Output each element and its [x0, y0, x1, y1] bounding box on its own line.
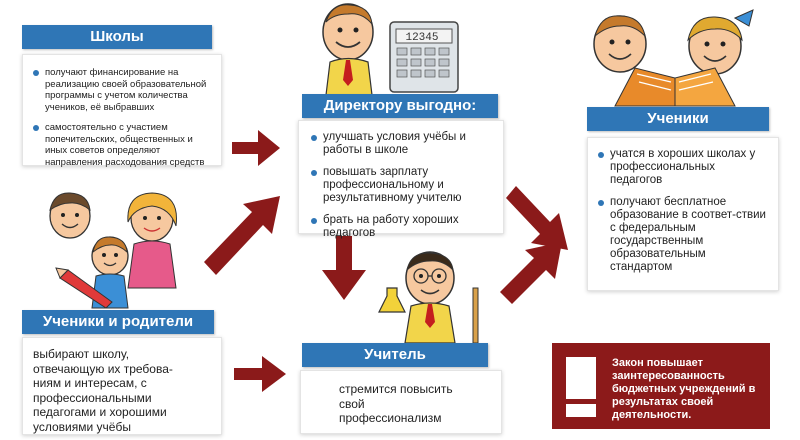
- director-item-hiring: брать на работу хороших педагогов: [309, 214, 501, 240]
- students-item-schools: учатся в хороших школах у профессиональн…: [596, 148, 766, 187]
- exclamation-icon: [566, 357, 596, 417]
- students-item-education: получают бесплатное образование в соотве…: [596, 196, 766, 274]
- director-item-conditions: улучшать условия учёбы и работы в школе: [309, 131, 501, 157]
- director-list: улучшать условия учёбы и работы в школе …: [309, 131, 501, 249]
- director-panel: улучшать условия учёбы и работы в школе …: [298, 120, 504, 239]
- director-header: Директору выгодно:: [302, 94, 498, 118]
- schools-item-financing: получают финансирование на реализацию св…: [31, 67, 217, 113]
- schools-item-spending: самостоятельно с участием попечительских…: [31, 122, 217, 168]
- law-warning-box: Закон повышает заинтересованность бюджет…: [552, 343, 770, 429]
- schools-panel: получают финансирование на реализацию св…: [22, 54, 222, 168]
- arrow-schools-to-director: [232, 130, 280, 166]
- calculator-display: 12345: [405, 32, 438, 44]
- teacher-illustration: [378, 251, 479, 343]
- arrow-teacher-to-students: [500, 242, 562, 304]
- students-list: учатся в хороших школах у профессиональн…: [596, 148, 766, 283]
- students-header: Ученики: [587, 107, 769, 131]
- parents-panel: выбирают школу, отвечающую их требова-ни…: [22, 337, 222, 435]
- arrow-parents-to-teacher: [234, 356, 286, 392]
- arrow-director-to-students: [506, 186, 568, 250]
- arrow-director-to-teacher: [322, 236, 366, 300]
- director-illustration: 12345: [322, 3, 459, 95]
- arrow-parents-to-director: [204, 196, 280, 275]
- schools-list: получают финансирование на реализацию св…: [31, 67, 217, 177]
- director-item-salary: повышать зарплату профессиональному и ре…: [309, 166, 501, 205]
- schools-header: Школы: [22, 25, 212, 49]
- law-warning-text: Закон повышает заинтересованность бюджет…: [612, 357, 756, 421]
- teacher-panel: стремится повысить свой профессионализм: [300, 370, 502, 434]
- teacher-text: стремится повысить свой профессионализм: [339, 382, 453, 425]
- family-illustration: [49, 192, 177, 309]
- students-panel: учатся в хороших школах у профессиональн…: [587, 137, 779, 291]
- parents-text: выбирают школу, отвечающую их требова-ни…: [33, 347, 173, 434]
- parents-header: Ученики и родители: [22, 310, 214, 334]
- students-illustration: [593, 9, 754, 107]
- teacher-header: Учитель: [302, 343, 488, 367]
